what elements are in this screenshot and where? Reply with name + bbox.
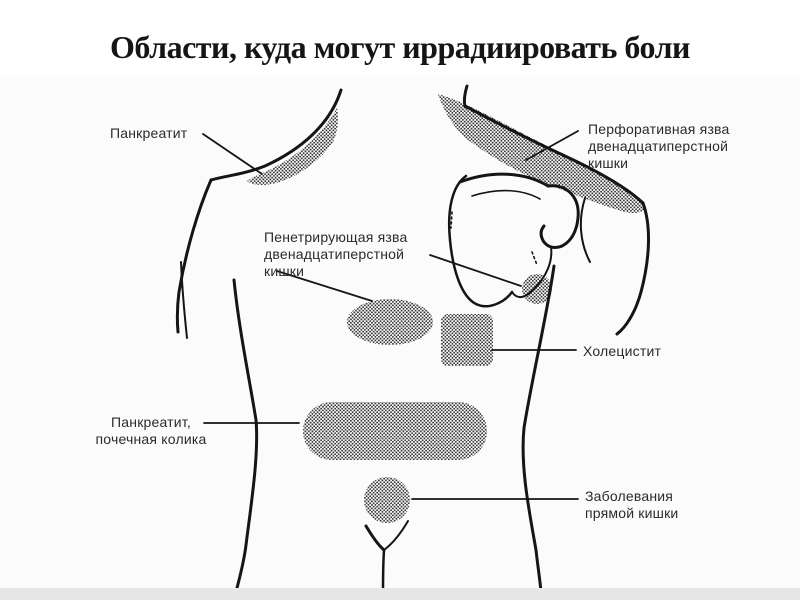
- pain-area-right-shoulder: [438, 94, 646, 214]
- gluteal-cleft-left: [364, 524, 386, 552]
- scapula-dotted-mark-1: [450, 211, 453, 229]
- label-cholecystitis: Холецистит: [583, 343, 662, 359]
- left-arm-inner-line: [180, 261, 188, 339]
- label-rectal-diseases: Заболевания прямой кишки: [585, 488, 679, 521]
- scapula-dotted-mark-2: [531, 251, 538, 266]
- label-perforated-duodenal-ulcer: Перфоративная язва двенадцатиперстной ки…: [588, 121, 730, 171]
- pain-areas: [247, 94, 646, 523]
- pain-area-cholecystitis-square: [441, 314, 493, 366]
- scapula-lateral-border: [511, 246, 553, 299]
- scapula-subspine-line: [471, 189, 541, 200]
- label-pancreatitis-renal-colic: Панкреатит, почечная колика: [95, 414, 207, 447]
- pointer-penetrating-ulcer-to-oval: [276, 270, 373, 302]
- right-arm-inner-line: [579, 197, 591, 263]
- pain-area-below-scapula: [522, 274, 552, 304]
- left-neck-shoulder-line: [209, 88, 343, 182]
- torso-outline: [175, 84, 650, 596]
- pain-area-left-shoulder: [247, 108, 338, 186]
- right-neck-shoulder-line: [462, 84, 645, 205]
- scapula-spine: [458, 172, 550, 188]
- pointer-lines: [202, 130, 579, 500]
- pain-area-sacral: [364, 477, 410, 523]
- pain-area-lumbar-band: [303, 402, 487, 460]
- label-penetrating-duodenal-ulcer: Пенетрирующая язва двенадцатиперстной ки…: [264, 229, 408, 279]
- pain-area-midback-oval: [347, 299, 433, 345]
- pointer-pancreatitis: [202, 133, 263, 175]
- bottom-strip: [0, 588, 800, 600]
- pointer-penetrating-ulcer-to-scapula: [429, 254, 522, 287]
- left-torso-edge: [232, 278, 259, 594]
- right-arm-outer-line: [615, 201, 650, 336]
- scapula-medial-border: [447, 174, 514, 308]
- humeral-head: [539, 184, 580, 249]
- left-arm-outer-line: [175, 178, 213, 334]
- right-torso-edge: [521, 264, 556, 594]
- scapula-drawing: [447, 172, 580, 308]
- label-pancreatitis: Панкреатит: [110, 125, 188, 141]
- page-title: Области, куда могут иррадиировать боли: [110, 29, 690, 65]
- pointer-perforated-ulcer: [525, 130, 579, 161]
- gluteal-cleft-right: [383, 520, 409, 551]
